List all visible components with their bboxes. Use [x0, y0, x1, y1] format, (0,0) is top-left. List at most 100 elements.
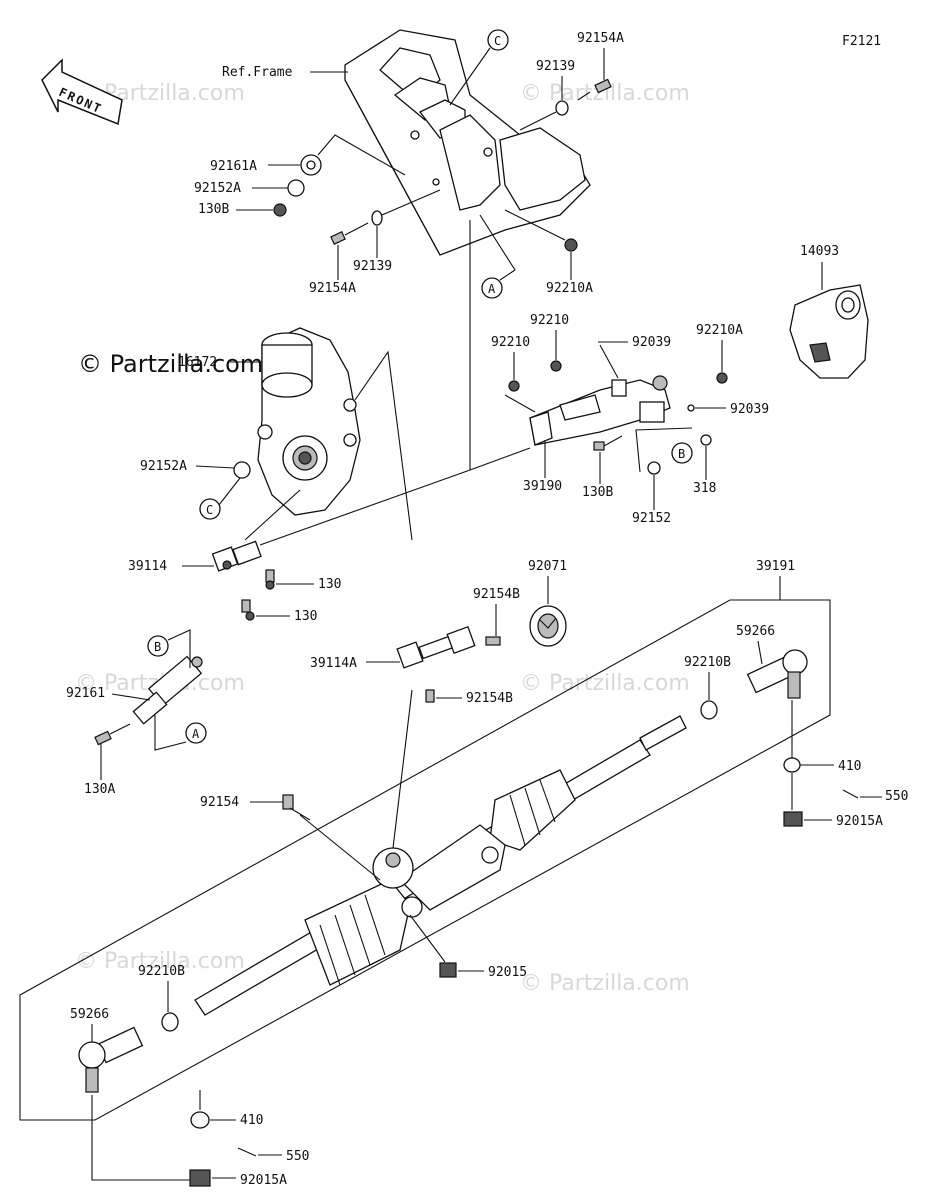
label-130A: 130A	[84, 782, 115, 797]
callout-A-top: A	[479, 214, 516, 299]
watermark: © Partzilla.com	[520, 971, 690, 996]
bolt-92154B-a	[485, 636, 501, 646]
svg-text:C: C	[206, 503, 213, 517]
bolt-130B-mid	[593, 435, 623, 451]
cotter-pin-550-r	[842, 789, 859, 799]
ujoint-39114	[211, 540, 262, 572]
washer-410-r	[783, 757, 801, 773]
label-92154B-b: 92154B	[466, 691, 513, 706]
label-59266-r: 59266	[736, 624, 775, 639]
label-92154: 92154	[200, 795, 239, 810]
tie-rod-end-59266-r	[746, 649, 808, 699]
label-92039-a: 92039	[632, 335, 671, 350]
copyright-text: © Partzilla.com	[78, 350, 263, 378]
washer-92161A	[300, 154, 322, 176]
label-92161: 92161	[66, 686, 105, 701]
cotter-pin-550-l	[237, 1147, 257, 1157]
bolt-92154A-bot	[330, 222, 369, 245]
label-16172: 16172	[178, 355, 217, 370]
label-410-l: 410	[240, 1113, 263, 1128]
label-92210A-mid: 92210A	[696, 323, 743, 338]
label-550-r: 550	[885, 789, 908, 804]
diagram-code: F2121	[842, 34, 881, 49]
washer-92152	[647, 461, 661, 475]
washer-92139-top	[519, 100, 569, 131]
label-130-b: 130	[294, 609, 317, 624]
bolt-130A	[94, 723, 131, 746]
label-92015A-l: 92015A	[240, 1173, 287, 1188]
nut-92015A-l	[189, 1169, 211, 1187]
svg-text:B: B	[678, 447, 685, 461]
svg-text:B: B	[154, 640, 161, 654]
watermark: © Partzilla.com	[520, 671, 690, 696]
washer-410-l	[190, 1111, 210, 1129]
label-92139-top: 92139	[536, 59, 575, 74]
svg-text:A: A	[488, 282, 496, 296]
label-130B-top: 130B	[198, 202, 229, 217]
washer-92152A-mid	[233, 461, 251, 479]
nut-92015A-r	[783, 811, 803, 827]
label-92071: 92071	[528, 559, 567, 574]
label-318: 318	[693, 481, 716, 496]
watermark: © Partzilla.com	[75, 949, 245, 974]
label-550-l: 550	[286, 1149, 309, 1164]
label-92152A-mid: 92152A	[140, 459, 187, 474]
tie-rod-end-59266-l	[78, 1026, 144, 1093]
washer-92152A-top	[287, 179, 305, 197]
bolt-92154B-b	[425, 689, 435, 703]
sensor-92161	[132, 655, 203, 725]
nut-92210A-top	[564, 238, 578, 252]
label-410-r: 410	[838, 759, 861, 774]
label-39190: 39190	[523, 479, 562, 494]
nut-92015	[439, 962, 457, 978]
bolt-130-a	[265, 569, 275, 590]
eps-motor-16172	[257, 327, 361, 516]
assembly-outline	[19, 576, 831, 1121]
label-39114: 39114	[128, 559, 167, 574]
label-92210-a: 92210	[530, 313, 569, 328]
label-92210-b: 92210	[491, 335, 530, 350]
label-59266-l: 59266	[70, 1007, 109, 1022]
steering-rack	[194, 715, 687, 1016]
label-14093: 14093	[800, 244, 839, 259]
label-92161A: 92161A	[210, 159, 257, 174]
label-92154B-a: 92154B	[473, 587, 520, 602]
label-92154A-bot: 92154A	[309, 281, 356, 296]
washer-318	[700, 434, 712, 446]
callout-C-mid: C	[199, 477, 241, 520]
column-bracket-39190	[529, 375, 671, 446]
label-92039-b: 92039	[730, 402, 769, 417]
watermark-group: © Partzilla.com © Partzilla.com © Partzi…	[75, 81, 690, 996]
label-39114A: 39114A	[310, 656, 357, 671]
label-92152: 92152	[632, 511, 671, 526]
label-39191: 39191	[756, 559, 795, 574]
callout-B-mid: B	[671, 442, 693, 464]
label-130-a: 130	[318, 577, 341, 592]
svg-text:C: C	[494, 34, 501, 48]
nut-130B-top	[273, 203, 287, 217]
washer-92139-bot	[371, 210, 383, 226]
cover-14093	[789, 284, 869, 379]
callout-B-left: B	[147, 629, 191, 668]
label-92152A-top: 92152A	[194, 181, 241, 196]
bolt-130-b	[241, 599, 255, 621]
callout-A-left: A	[154, 715, 207, 751]
label-92015A-r: 92015A	[836, 814, 883, 829]
label-92210A-top: 92210A	[546, 281, 593, 296]
label-92210B-r: 92210B	[684, 655, 731, 670]
ref-frame-label: Ref.Frame	[222, 65, 293, 80]
label-92210B-l: 92210B	[138, 964, 185, 979]
grommet-92071	[529, 605, 567, 647]
label-92139-bot: 92139	[353, 259, 392, 274]
label-92154A-top: 92154A	[577, 31, 624, 46]
label-92015: 92015	[488, 965, 527, 980]
bolt-92154	[282, 794, 311, 821]
svg-text:A: A	[192, 727, 200, 741]
ujoint-39114A	[396, 626, 476, 669]
callout-C-top: C	[449, 29, 509, 106]
bolt-92154A-top	[577, 78, 612, 101]
locknut-92210B-l	[161, 1012, 179, 1032]
label-130B-mid: 130B	[582, 485, 613, 500]
